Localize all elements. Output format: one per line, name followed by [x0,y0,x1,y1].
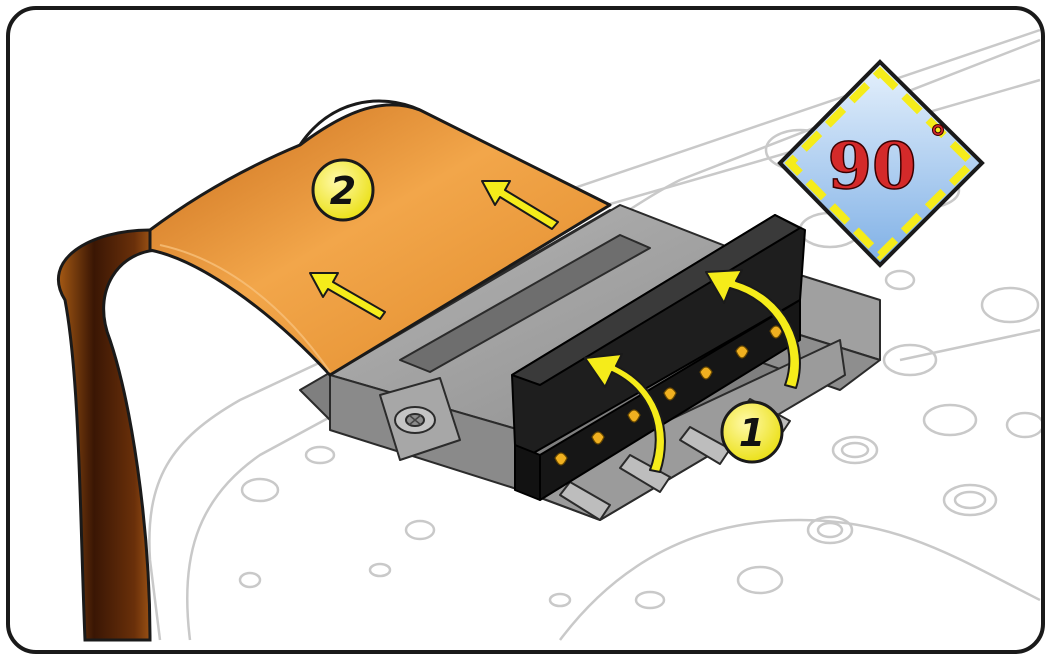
svg-text:90: 90 [827,129,916,204]
step-callout-1: 1 [722,402,782,462]
rotation-badge-value: 90 [827,129,916,204]
rotation-badge-unit: ° [930,119,947,159]
step-callout-2-number: 2 [330,169,356,213]
step-callout-2: 2 [313,160,373,220]
step-callout-1-number: 1 [739,411,765,455]
